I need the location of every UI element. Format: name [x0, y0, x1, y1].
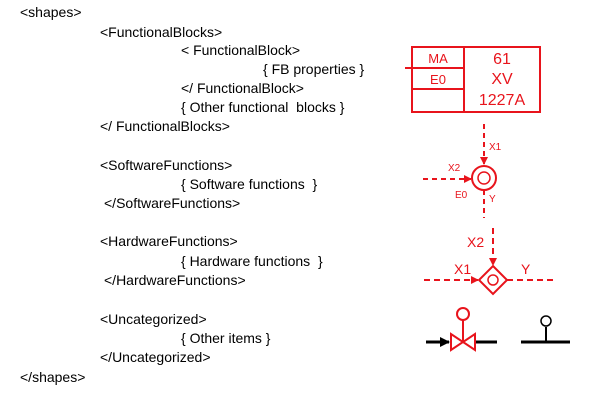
fb-xv-label: XV — [491, 71, 513, 88]
code-line-functionalblock-open: < FunctionalBlock> — [181, 42, 301, 58]
software-function-symbol — [423, 124, 497, 218]
sw-e0-label: E0 — [455, 190, 468, 201]
code-line-functionalblocks-close: </ FunctionalBlocks> — [100, 118, 230, 134]
code-line-softwarefunctions-close: </SoftwareFunctions> — [104, 195, 241, 211]
fb-outer-box — [411, 46, 541, 113]
code-line-hardware-functions: { Hardware functions } — [181, 253, 323, 269]
hw-y-label: Y — [521, 261, 531, 277]
hardware-function-symbol — [424, 228, 556, 296]
code-line-softwarefunctions-open: <SoftwareFunctions> — [100, 157, 233, 173]
instrument-tap-symbol — [521, 315, 570, 344]
code-line-uncategorized-open: <Uncategorized> — [100, 311, 207, 327]
code-line-shapes-open: <shapes> — [20, 4, 82, 20]
fb-e0-label: E0 — [430, 72, 446, 87]
code-line-fb-properties: { FB properties } — [263, 61, 365, 77]
code-line-hardwarefunctions-close: </HardwareFunctions> — [104, 272, 246, 288]
valve-symbol — [426, 307, 497, 352]
tap-circle — [540, 315, 552, 327]
sw-x1-label: X1 — [489, 142, 502, 153]
code-line-other-functional-blocks: { Other functional blocks } — [181, 99, 345, 115]
functional-block-symbol — [405, 46, 541, 113]
fb-number-label: 61 — [493, 51, 511, 68]
hw-x2-label: X2 — [467, 234, 484, 250]
sw-inner-circle — [477, 171, 491, 185]
hw-inner-circle — [487, 274, 499, 286]
code-line-uncategorized-close: </Uncategorized> — [100, 349, 211, 365]
valve-actuator-circle — [456, 307, 470, 321]
sw-x2-label: X2 — [448, 163, 461, 174]
sw-y-label: Y — [489, 194, 496, 205]
code-line-functionalblocks-open: <FunctionalBlocks> — [100, 24, 223, 40]
hw-diamond — [477, 264, 509, 296]
code-line-shapes-close: </shapes> — [20, 369, 86, 385]
code-line-software-functions: { Software functions } — [181, 176, 318, 192]
sw-outer-circle — [471, 165, 497, 191]
code-line-functionalblock-close: </ FunctionalBlock> — [181, 80, 304, 96]
code-line-hardwarefunctions-open: <HardwareFunctions> — [100, 233, 238, 249]
hw-x1-label: X1 — [454, 261, 471, 277]
fb-tag-label: 1227A — [479, 92, 526, 109]
code-line-other-items: { Other items } — [181, 330, 271, 346]
fb-ma-label: MA — [428, 51, 448, 66]
